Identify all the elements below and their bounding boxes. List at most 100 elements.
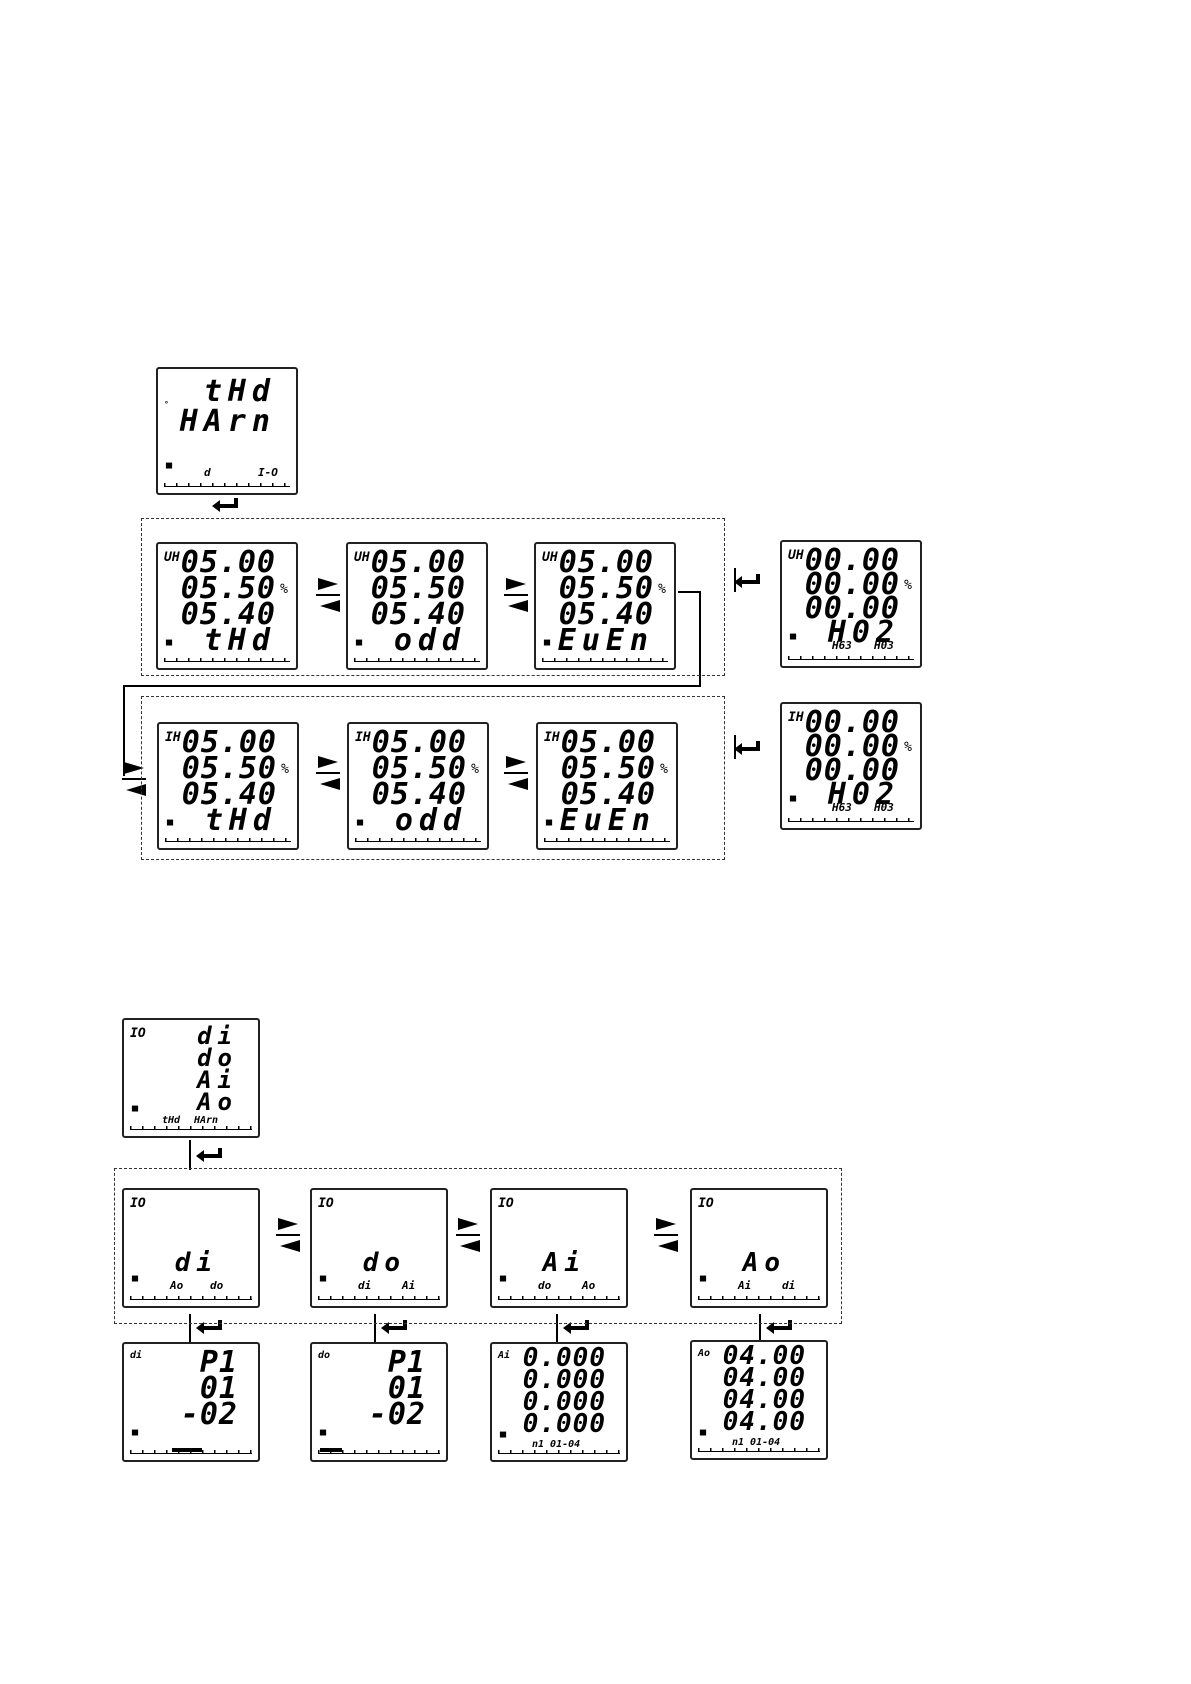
value-2: 05.50 — [181, 751, 277, 786]
channel-range: n1 01-04 — [532, 1439, 581, 1450]
screen-label: IO — [318, 1196, 334, 1211]
value-1: 0.000 — [522, 1343, 606, 1373]
seg-left: H63 — [832, 801, 852, 814]
harmonic-menu-screen[interactable]: tHd HArn ᵒ ▄ d I-O — [156, 367, 298, 495]
value-2: 04.00 — [722, 1363, 806, 1393]
di-detail-screen[interactable]: di P1 01 -02 ▄ — [122, 1342, 260, 1462]
seg-right: di — [782, 1279, 796, 1292]
menu-line2: HArn — [179, 404, 276, 439]
value-3: 05.40 — [560, 777, 656, 812]
menu-item-ai: Ai — [197, 1066, 238, 1094]
percent-sign: % — [660, 762, 668, 777]
meter-icon: ▄ — [700, 1271, 707, 1282]
io-ao-screen[interactable]: IO Ao ▄ Ai di — [690, 1188, 828, 1308]
value-3: 05.40 — [180, 597, 276, 632]
meter-icon: ▄ — [320, 1271, 327, 1282]
value-3: 05.40 — [370, 597, 466, 632]
seg-right: I-O — [258, 466, 278, 479]
segment-ruler — [544, 835, 670, 842]
harmonic-order: H02 — [827, 615, 900, 650]
seg-right: Ao — [582, 1279, 596, 1292]
percent-sign: % — [471, 762, 479, 777]
value-2: 00.00 — [804, 729, 900, 764]
menu-item-do: do — [197, 1044, 238, 1072]
menu-line1: tHd — [203, 374, 276, 409]
meter-icon: ▄ — [132, 1101, 139, 1112]
value-1: 05.00 — [558, 545, 654, 580]
mode-label: odd — [393, 623, 466, 658]
segment-ruler — [788, 653, 914, 660]
mode-label: tHd — [204, 803, 277, 838]
voltage-group — [141, 518, 725, 676]
seg-right: H03 — [874, 801, 894, 814]
meter-icon: ▄ — [546, 815, 553, 826]
nav-arrows-icon — [316, 578, 528, 612]
io-menu-screen[interactable]: IO di do Ai Ao ▄ tHd HArn — [122, 1018, 260, 1138]
value-2: 05.50 — [560, 751, 656, 786]
seg-left: d — [204, 466, 211, 479]
segment-ruler — [498, 1293, 620, 1300]
voltage-odd-screen[interactable]: UH 05.00 05.50 05.40 odd ▄ — [346, 542, 488, 670]
value-2: 05.50 — [370, 571, 466, 606]
segment-ruler — [498, 1447, 620, 1454]
mode-label: Ai — [542, 1248, 586, 1278]
screen-label: IH — [788, 710, 804, 725]
screen-label: IH — [165, 730, 181, 745]
voltage-even-screen[interactable]: UH 05.00 05.50 05.40 EuEn % ▄ — [534, 542, 676, 670]
voltage-harmonic-detail-screen[interactable]: UH 00.00 00.00 00.00 H02 % ▄ H63 H03 — [780, 540, 922, 668]
mode-label: Ao — [742, 1248, 786, 1278]
segment-ruler — [355, 835, 481, 842]
nav-arrows-icon — [276, 1218, 678, 1252]
seg-right: do — [210, 1279, 224, 1292]
current-harmonic-detail-screen[interactable]: IH 00.00 00.00 00.00 H02 % ▄ H63 H03 — [780, 702, 922, 830]
enter-arrow-icon — [734, 741, 760, 755]
value-1: 00.00 — [804, 705, 900, 740]
value-1: 04.00 — [722, 1341, 806, 1371]
meter-icon: ▄ — [544, 635, 551, 646]
segment-ruler — [542, 655, 668, 662]
value-1: 05.00 — [180, 545, 276, 580]
ao-detail-screen[interactable]: Ao 04.00 04.00 04.00 04.00 ▄ n1 01-04 — [690, 1340, 828, 1460]
segment-ruler — [788, 815, 914, 822]
unit-mark: ᵒ — [164, 399, 169, 408]
meter-icon: ▄ — [790, 629, 797, 640]
harmonic-order: H02 — [827, 777, 900, 812]
mode-label: do — [362, 1248, 406, 1278]
segment-ruler — [698, 1293, 820, 1300]
ai-detail-screen[interactable]: Ai 0.000 0.000 0.000 0.000 ▄ n1 01-04 — [490, 1342, 628, 1462]
value-2: 05.50 — [558, 571, 654, 606]
screen-label: UH — [542, 550, 558, 565]
voltage-thd-screen[interactable]: UH 05.00 05.50 05.40 tHd % ▄ — [156, 542, 298, 670]
mode-label: EuEn — [557, 623, 654, 658]
screen-label: UH — [354, 550, 370, 565]
value-3: 00.00 — [804, 753, 900, 788]
do-detail-screen[interactable]: do P1 01 -02 ▄ — [310, 1342, 448, 1462]
meter-icon: ▄ — [700, 1425, 707, 1436]
percent-sign: % — [281, 762, 289, 777]
screen-label: IH — [355, 730, 371, 745]
screen-label: IH — [544, 730, 560, 745]
io-ai-screen[interactable]: IO Ai ▄ do Ao — [490, 1188, 628, 1308]
percent-sign: % — [658, 582, 666, 597]
value-2: 00.00 — [804, 567, 900, 602]
seg-right: Ai — [402, 1279, 416, 1292]
current-odd-screen[interactable]: IH 05.00 05.50 05.40 odd % ▄ — [347, 722, 489, 850]
value-2: 01 — [387, 1371, 426, 1406]
io-di-screen[interactable]: IO di ▄ Ao do — [122, 1188, 260, 1308]
value-3: -02 — [368, 1397, 426, 1432]
enter-arrow-icon — [734, 574, 760, 588]
current-thd-screen[interactable]: IH 05.00 05.50 05.40 tHd % ▄ — [157, 722, 299, 850]
meter-icon: ▄ — [132, 1271, 139, 1282]
seg-left: di — [358, 1279, 372, 1292]
segment-ruler — [698, 1445, 820, 1452]
value-1: 05.00 — [560, 725, 656, 760]
io-do-screen[interactable]: IO do ▄ di Ai — [310, 1188, 448, 1308]
channel-range: n1 01-04 — [732, 1437, 781, 1448]
seg-left: tHd — [162, 1115, 181, 1126]
percent-sign: % — [904, 740, 912, 755]
screen-label: IO — [130, 1026, 146, 1041]
io-group — [114, 1168, 842, 1324]
seg-left: Ao — [170, 1279, 184, 1292]
current-even-screen[interactable]: IH 05.00 05.50 05.40 EuEn % ▄ — [536, 722, 678, 850]
loop-connector — [123, 591, 701, 776]
